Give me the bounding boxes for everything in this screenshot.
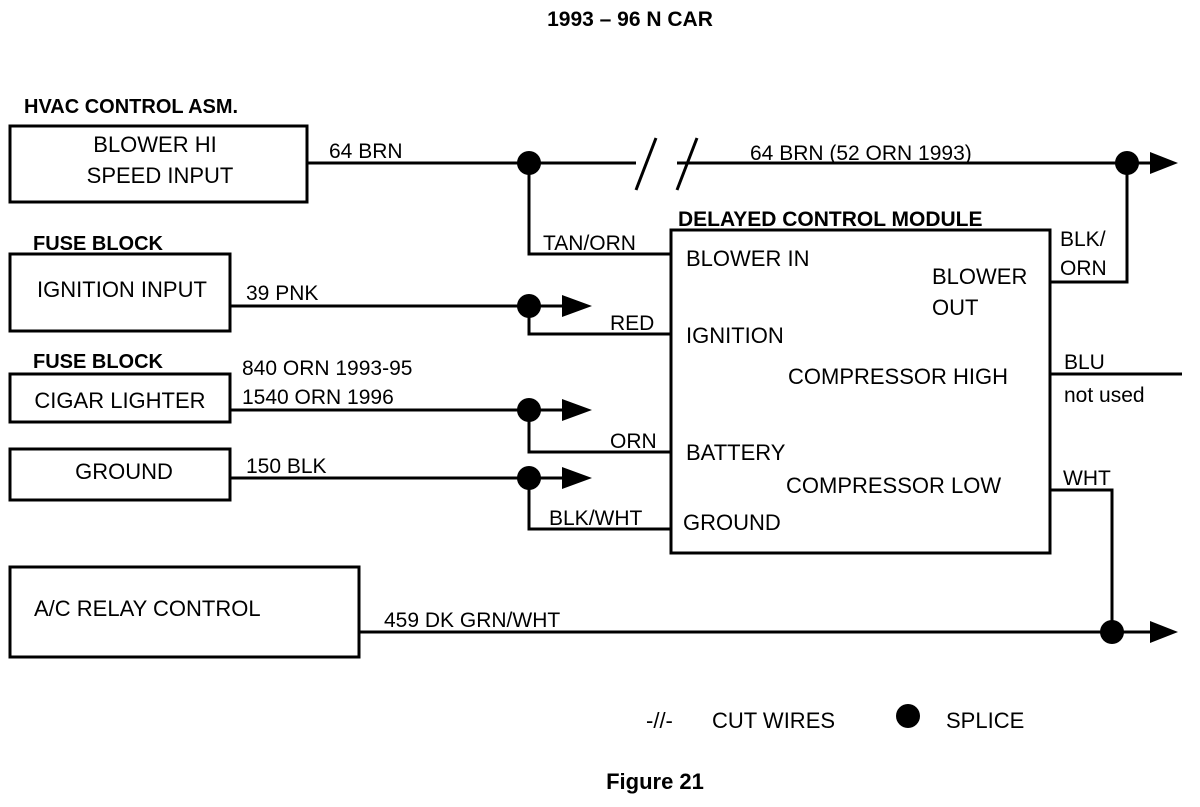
label-blk-orn-1: BLK/ <box>1060 228 1106 251</box>
legend-cut-symbol: -//- <box>646 708 673 733</box>
legend-cut-label: CUT WIRES <box>712 708 835 733</box>
ignition-input-label: IGNITION INPUT <box>37 277 207 302</box>
hvac-label-line2: SPEED INPUT <box>87 163 234 188</box>
label-840-orn: 840 ORN 1993-95 <box>242 357 412 380</box>
arrow-head <box>1150 621 1178 643</box>
splice-dot <box>1100 620 1124 644</box>
ac-relay-box <box>8 565 361 659</box>
ignition-input-box <box>8 252 232 333</box>
arrow-head <box>562 295 592 317</box>
legend-splice-label: SPLICE <box>946 708 1024 733</box>
pin-battery: BATTERY <box>686 440 786 465</box>
wire-red <box>527 306 671 336</box>
hvac-header: HVAC CONTROL ASM. <box>24 96 238 118</box>
wire-tan-orn <box>527 163 671 256</box>
wire-orn-battery <box>527 410 671 454</box>
pin-compressor-low: COMPRESSOR LOW <box>786 473 1001 498</box>
label-blk-orn-2: ORN <box>1060 257 1107 280</box>
ground-label: GROUND <box>75 459 173 484</box>
label-blk-wht: BLK/WHT <box>549 507 643 530</box>
hvac-label-line1: BLOWER HI <box>93 132 216 157</box>
cigar-lighter-box <box>8 372 232 424</box>
label-tan-orn: TAN/ORN <box>543 232 636 255</box>
diagram-title: 1993 – 96 N CAR <box>547 8 713 31</box>
label-orn: ORN <box>610 430 657 453</box>
hvac-box <box>8 124 309 204</box>
cut-mark-2 <box>675 137 699 191</box>
pin-blower-out-2: OUT <box>932 295 978 320</box>
label-64-brn-right: 64 BRN (52 ORN 1993) <box>750 142 972 165</box>
cut-mark-1 <box>634 137 658 191</box>
arrow-head <box>562 467 592 489</box>
legend-splice-dot <box>896 704 920 728</box>
pin-blower-out-1: BLOWER <box>932 264 1027 289</box>
figure-caption: Figure 21 <box>606 769 704 794</box>
pin-ground: GROUND <box>683 510 781 535</box>
label-1540-orn: 1540 ORN 1996 <box>242 386 394 409</box>
ac-relay-label: A/C RELAY CONTROL <box>34 596 261 621</box>
cigar-lighter-label: CIGAR LIGHTER <box>34 388 205 413</box>
arrow-head <box>562 399 592 421</box>
delayed-control-module <box>669 228 1052 555</box>
pin-ignition: IGNITION <box>686 323 784 348</box>
wire-blk-orn <box>1050 163 1129 284</box>
label-39-pnk: 39 PNK <box>246 282 318 305</box>
label-150-blk: 150 BLK <box>246 455 327 478</box>
fuse-block-header-1: FUSE BLOCK <box>33 233 164 255</box>
label-red: RED <box>610 312 654 335</box>
ground-box <box>8 447 232 502</box>
label-blu: BLU <box>1064 351 1105 374</box>
fuse-block-header-2: FUSE BLOCK <box>33 351 164 373</box>
arrow-head <box>1150 152 1178 174</box>
label-wht: WHT <box>1063 467 1111 490</box>
label-not-used: not used <box>1064 384 1145 407</box>
wire-wht <box>1050 488 1114 632</box>
wire-blk-wht <box>527 478 671 531</box>
pin-blower-in: BLOWER IN <box>686 246 809 271</box>
label-459-dk-grn: 459 DK GRN/WHT <box>384 609 560 632</box>
module-title: DELAYED CONTROL MODULE <box>678 208 983 231</box>
label-64-brn-left: 64 BRN <box>329 140 403 163</box>
pin-compressor-high: COMPRESSOR HIGH <box>788 364 1008 389</box>
